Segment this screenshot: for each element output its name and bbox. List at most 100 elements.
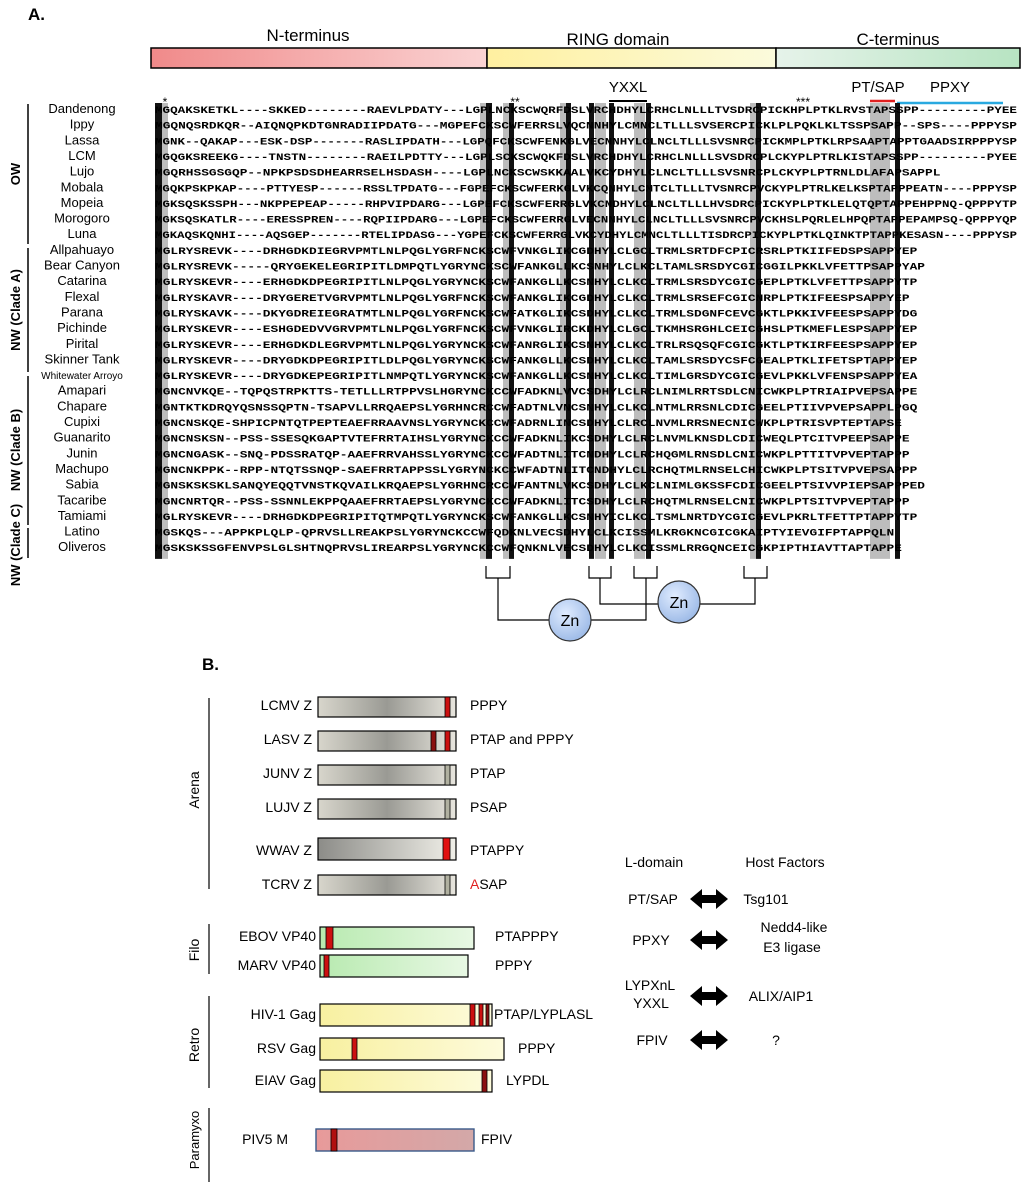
virus-name: Pichinde (57, 320, 107, 335)
protein-name: JUNV Z (263, 765, 312, 781)
protein-ebov-vp40: EBOV VP40 PTAPPPY (239, 926, 559, 950)
host-factor-alix: ALIX/AIP1 (749, 988, 814, 1004)
virus-name: Guanarito (53, 430, 110, 445)
sequence-text: MGNCNRTQR--PSS-SSNNLEKPPQAAEFRRTAEPSLYGR… (155, 497, 910, 508)
family-label-retro: Retro (186, 1028, 202, 1062)
protein-name: WWAV Z (256, 842, 312, 858)
virus-name: Tacaribe (57, 492, 106, 507)
host-factor-tsg101: Tsg101 (743, 891, 788, 907)
sequence-text: MGNCNSKQE-SHPICPNTQTPEPTEAEFRRAAVNSLYGRY… (155, 419, 902, 430)
sequence-text: MGLRYSKAVR----DRYGERETVGRVPMTLNLPQGLYGRF… (155, 294, 910, 305)
identical-column-band (589, 103, 594, 559)
sequence-text: MGLRYSKAVK----DKYGDREIEGRATMTLNLPQGLYGRF… (155, 309, 917, 320)
virus-name: Ippy (70, 117, 95, 132)
sequence-text: MGSKQS---APPKPLQLP-QPRVSLLREAKPSLYGRYNCK… (155, 529, 894, 540)
family-label-paramyxo: Paramyxo (187, 1111, 202, 1170)
protein-name: MARV VP40 (238, 957, 317, 973)
zn-link-2 (588, 566, 658, 605)
sequence-text: MGNSKSKSKLSANQYEQQTVNSTKQVAILKRQAEPSLYGR… (155, 482, 925, 493)
alignment-row: Parana MGLRYSKAVK----DKYGDREIEGRATMTLNLPQ… (61, 304, 917, 320)
alignment-row: Pichinde MGLRYSKEVR----ESHGDEDVVGRVPMTLNL… (57, 320, 917, 336)
alignment-row: Flexal MGLRYSKAVR----DRYGERETVGRVPMTLNLPQ… (65, 289, 910, 305)
protein-bar (317, 730, 457, 752)
zinc-ion-1 (548, 598, 592, 642)
virus-name: Machupo (55, 461, 108, 476)
sequence-text: MGSKSKSSGFENVPSLGLSHTNQPRVSLIREARPSLYGRY… (155, 544, 902, 555)
sequence-text: MGNTKTKDRQYQSNSSQPTN-TSAPVLLRRQAEPSLYGRH… (155, 403, 917, 414)
identical-column-band (756, 103, 761, 559)
motif-highlight-letter: A (470, 876, 480, 892)
motif-yxxl-label: YXXL (609, 79, 647, 96)
protein-bar (317, 764, 457, 786)
virus-name: Mopeia (61, 195, 104, 210)
protein-motif: PSAP (470, 799, 507, 815)
sequence-text: MGNCNKPPK--RPP-NTQTSSNQP-SAEFRRTAPPSSLYG… (155, 466, 917, 477)
sequence-text: MGNCNSKSN--PSS-SSESQKGAPTVTEFRRTAIHSLYGR… (155, 435, 910, 446)
protein-name: PIV5 M (242, 1131, 288, 1147)
double-arrow-icon (690, 986, 728, 1006)
domain-c-terminus (775, 47, 1021, 69)
conserved-column-band (503, 103, 514, 559)
domain-n-terminus (150, 47, 488, 69)
protein-lasv-z: LASV Z PTAP and PPPY (264, 730, 574, 752)
virus-name: Lassa (65, 132, 100, 147)
zn-link-4 (700, 566, 768, 605)
l-domain-ptsap: PT/SAP (628, 891, 678, 907)
protein-bar (319, 1037, 505, 1061)
sequence-text: MGLRYSKEVR----ESHGDEDVVGRVPMTLNLPQGLYGRF… (155, 325, 917, 336)
l-domain-lypxnl: LYPXnL (625, 977, 676, 993)
sequence-text: MGLRYSKEVR----ERHGDKDLEGRVPMTLNLPQGLYGRY… (155, 341, 917, 352)
motif-mark (469, 1003, 476, 1027)
identical-column-band (895, 103, 900, 559)
alignment-row: Luna MGKAQSKQNHI----AQSGEP-------RTELIPDA… (68, 226, 1017, 242)
protein-name: TCRV Z (262, 876, 313, 892)
protein-bar (319, 954, 469, 978)
group-label-clade-a: NW (Clade A) (8, 269, 23, 351)
virus-name: Parana (61, 304, 104, 319)
virus-name: Pirital (66, 336, 99, 351)
virus-name: Mobala (61, 179, 104, 194)
protein-motif: PTAP (470, 765, 506, 781)
protein-motif: LYPDL (506, 1072, 550, 1088)
motif-ppxy-label: PPXY (930, 79, 970, 96)
identical-column-band (566, 103, 571, 559)
motif-mark (444, 764, 451, 786)
virus-name: Chapare (57, 398, 107, 413)
panel-a-label: A. (28, 5, 45, 24)
virus-name: Flexal (65, 289, 100, 304)
double-arrow-icon (690, 889, 728, 909)
sequence-text: MGKAQSKQNHI----AQSGEP-------RTELIPDASG--… (155, 231, 1017, 242)
sequence-text: MGLRYSREVK----DRHGDKDIEGRVPMTLNLPQGLYGRF… (155, 247, 917, 258)
protein-bar (315, 1128, 475, 1152)
virus-name: Allpahuayo (50, 242, 114, 257)
sequence-text: MGLRYSKEVR----DRHGDKDPEGRIPITQTMPQTLYGRY… (155, 513, 917, 524)
motif-mark (485, 1003, 490, 1027)
alignment-row: Guanarito MGNCNSKSN--PSS-SSESQKGAPTVTEFRR… (53, 430, 909, 446)
motif-mark (478, 1003, 484, 1027)
double-arrow-icon (690, 930, 728, 950)
panel-b-label: B. (202, 655, 219, 674)
motif-mark (351, 1037, 358, 1061)
family-label-filo: Filo (186, 939, 202, 962)
virus-name: LCM (68, 148, 95, 163)
protein-marv-vp40: MARV VP40 PPPY (238, 954, 533, 978)
motif-rest: SAP (479, 876, 507, 892)
protein-bar (319, 1069, 493, 1093)
group-label-ow: OW (8, 162, 23, 185)
virus-name: Amapari (58, 383, 107, 398)
conserved-column-band (595, 103, 606, 559)
protein-eiav-gag: EIAV Gag LYPDL (255, 1069, 550, 1093)
alignment-row: Machupo MGNCNKPPK--RPP-NTQTSSNQP-SAEFRRTA… (55, 461, 917, 477)
domain-ring (486, 47, 777, 69)
protein-rsv-gag: RSV Gag PPPY (257, 1037, 556, 1061)
virus-name: Luna (68, 226, 98, 241)
protein-hiv1-gag: HIV-1 Gag PTAP/LYPLASL (251, 1003, 593, 1027)
protein-motif: PTAPPPY (495, 928, 559, 944)
motif-mark (444, 874, 451, 896)
